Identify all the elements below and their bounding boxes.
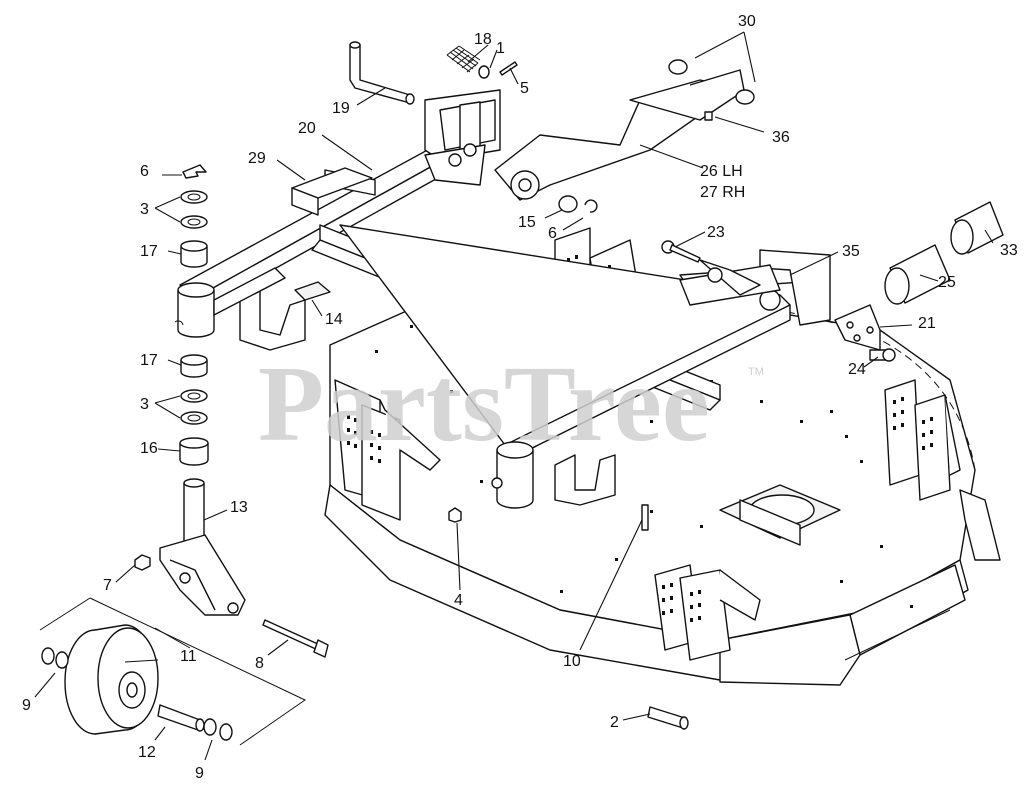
leader-lines <box>34 31 994 761</box>
callout-3-upper: 3 <box>140 201 149 218</box>
caster-stack <box>39 164 329 746</box>
callout-14: 14 <box>325 311 343 328</box>
callout-6-left: 6 <box>140 163 149 180</box>
bracket-right-deck <box>884 379 1001 561</box>
bracket-left-deck <box>334 379 441 521</box>
washer-1 <box>478 65 490 79</box>
callout-33: 33 <box>1000 242 1018 259</box>
pin-5 <box>499 61 518 76</box>
callout-labels: 1 2 3 3 4 5 6 6 7 8 9 9 10 11 12 13 14 1… <box>22 13 1018 782</box>
plate-21 <box>834 304 881 351</box>
callout-12: 12 <box>138 744 156 761</box>
callout-24: 24 <box>848 361 866 378</box>
callout-36: 36 <box>772 129 790 146</box>
watermark-trademark: TM <box>748 366 764 378</box>
callout-5: 5 <box>520 80 529 97</box>
callout-13: 13 <box>230 499 248 516</box>
callout-27-rh: 27 RH <box>700 184 745 201</box>
callout-17-upper: 17 <box>140 243 158 260</box>
bushings-30 <box>668 59 755 121</box>
callout-7: 7 <box>103 577 112 594</box>
rod-19 <box>349 41 415 105</box>
roller-33 <box>950 201 1004 255</box>
pin-2 <box>647 706 689 730</box>
shield-29 <box>291 167 373 216</box>
bolt-23 <box>661 240 701 263</box>
spring-18 <box>446 45 481 73</box>
callout-30: 30 <box>738 13 756 30</box>
spindle-mount-right <box>719 484 841 546</box>
washer-15 <box>558 195 578 213</box>
callout-29: 29 <box>248 150 266 167</box>
key-10 <box>641 504 649 531</box>
callout-16: 16 <box>140 440 158 457</box>
deck-frame <box>179 134 831 509</box>
pivot-bracket <box>424 89 501 186</box>
bracket-front-deck <box>654 564 761 661</box>
callout-8: 8 <box>255 655 264 672</box>
callout-15: 15 <box>518 214 536 231</box>
callout-21: 21 <box>918 315 936 332</box>
callout-9-right: 9 <box>195 765 204 782</box>
callout-35: 35 <box>842 243 860 260</box>
callout-1: 1 <box>496 40 505 57</box>
callout-2: 2 <box>610 714 619 731</box>
bolt-24 <box>869 348 896 362</box>
callout-26-lh: 26 LH <box>700 163 743 180</box>
pivot-assembly-35 <box>679 259 781 306</box>
plate-14 <box>294 281 331 301</box>
callout-9-left: 9 <box>22 697 31 714</box>
callout-17-lower: 17 <box>140 352 158 369</box>
callout-23: 23 <box>707 224 725 241</box>
callout-6-right: 6 <box>548 225 557 242</box>
grease-fitting-4 <box>448 507 462 523</box>
callout-18: 18 <box>474 31 492 48</box>
callout-3-lower: 3 <box>140 396 149 413</box>
lift-arm <box>494 69 746 201</box>
clip-6-right <box>584 199 598 213</box>
callout-4: 4 <box>454 592 463 609</box>
callout-19: 19 <box>332 100 350 117</box>
watermark: PartsTree <box>258 345 710 464</box>
callout-20: 20 <box>298 120 316 137</box>
callout-11: 11 <box>180 648 197 665</box>
roller-25 <box>884 244 951 305</box>
callout-25: 25 <box>938 274 956 291</box>
callout-10: 10 <box>563 653 581 670</box>
